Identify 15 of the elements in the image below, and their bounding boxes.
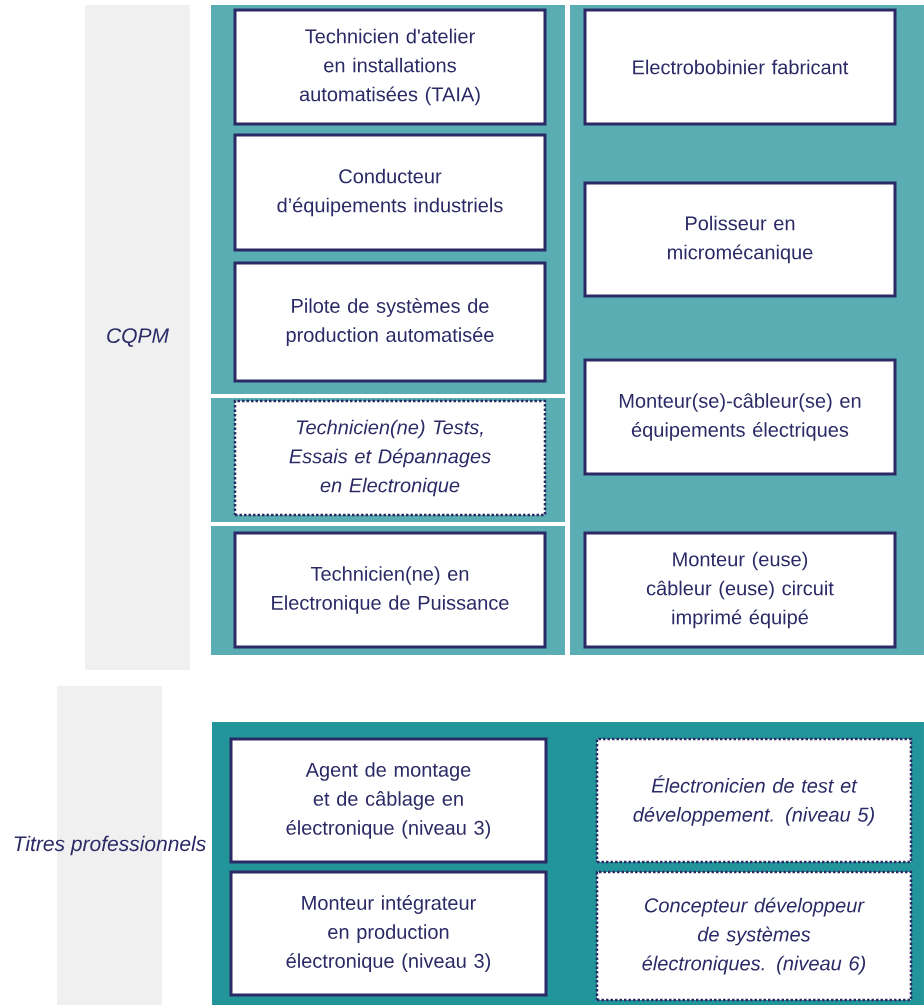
job-box: Polisseur en micromécanique xyxy=(583,181,897,298)
job-box: Conducteur d’équipements industriels xyxy=(233,133,547,252)
job-box: Électronicien de test et développement. (niveau 5) xyxy=(595,737,913,864)
job-box: Technicien d'atelier en installations automatisées (TAIA) xyxy=(233,8,547,126)
category-band: Titres professionnels xyxy=(14,686,206,1005)
job-box: Pilote de systèmes de production automatisée xyxy=(233,261,547,383)
job-box: Electrobobinier fabricant xyxy=(583,8,897,126)
job-box: Agent de montage et de câblage en électronique (niveau 3) xyxy=(229,737,548,864)
job-box: Technicien(ne) en Electronique de Puissance xyxy=(233,531,547,649)
category-band: CQPM xyxy=(85,5,190,670)
job-box: Technicien(ne) Tests, Essais et Dépannages en Electronique xyxy=(233,399,547,517)
job-box: Concepteur développeur de systèmes électroniques. (niveau 6) xyxy=(595,870,913,1002)
job-box: Monteur (euse) câbleur (euse) circuit imprimé équipé xyxy=(583,531,897,649)
job-box: Monteur intégrateur en production électronique (niveau 3) xyxy=(229,870,548,997)
job-box: Monteur(se)-câbleur(se) en équipements électriques xyxy=(583,358,897,476)
